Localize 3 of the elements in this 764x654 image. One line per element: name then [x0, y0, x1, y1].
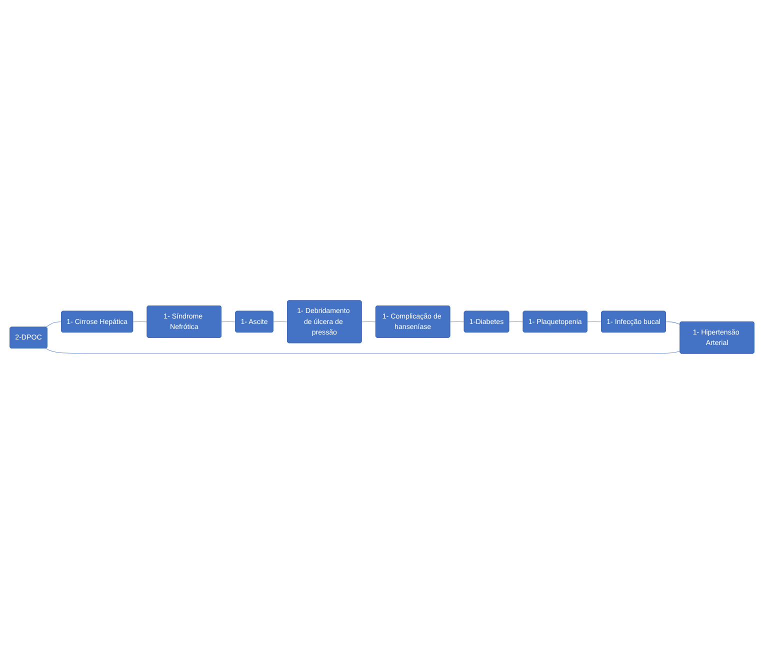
connector — [666, 322, 680, 325]
connector — [46, 348, 680, 354]
connector — [46, 322, 62, 328]
